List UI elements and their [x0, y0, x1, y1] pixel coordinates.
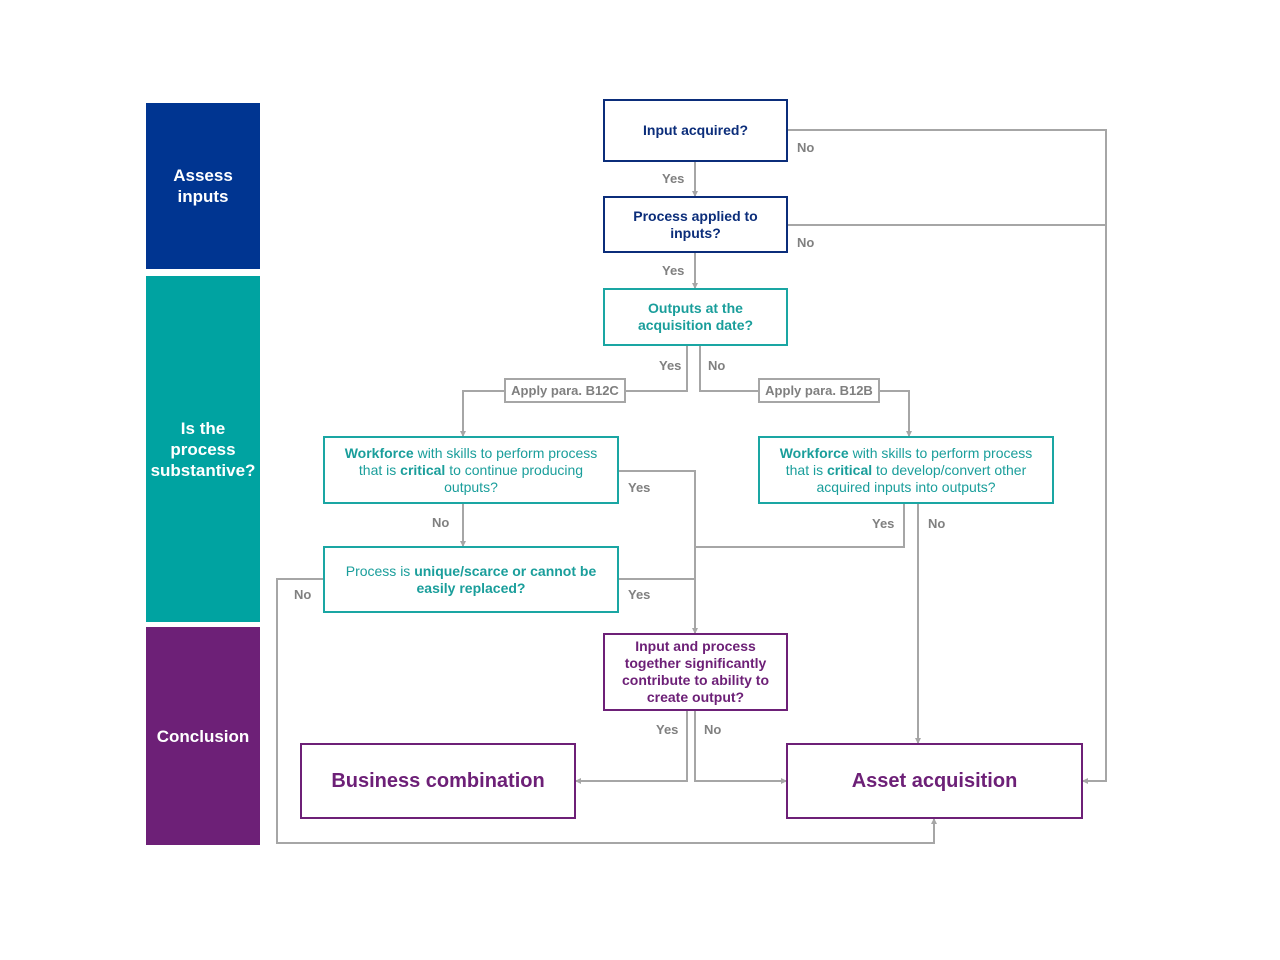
- note-apply-b12c: Apply para. B12C: [504, 378, 626, 403]
- node-process-applied: Process applied to inputs?: [603, 196, 788, 253]
- node-outputs-at-date-text: Outputs at the acquisition date?: [637, 300, 754, 333]
- band-conclusion-label: Conclusion: [156, 726, 250, 746]
- workforce-right-bold-2: critical: [827, 461, 873, 478]
- label-input-yes: Yes: [662, 171, 685, 186]
- edge-iap-yes: [575, 711, 688, 784]
- label-outputs-yes: Yes: [659, 358, 682, 373]
- node-outputs-at-date: Outputs at the acquisition date?: [603, 288, 788, 346]
- edge-iap-no: [694, 711, 787, 784]
- label-wf-right-yes: Yes: [872, 516, 895, 531]
- workforce-left-text-2: to continue producing outputs?: [444, 461, 584, 495]
- label-input-no: No: [797, 140, 815, 155]
- label-outputs-no: No: [708, 358, 726, 373]
- outcome-asset-acquisition: Asset acquisition: [786, 743, 1083, 819]
- band-conclusion: Conclusion: [146, 627, 260, 845]
- label-unique-yes: Yes: [628, 587, 651, 602]
- edge-outputs-yes: [626, 346, 688, 392]
- label-wf-right-no: No: [928, 516, 946, 531]
- band-process-substantive: Is the process substantive?: [146, 276, 260, 622]
- edge-unique-no: [276, 578, 937, 844]
- note-apply-b12c-text: Apply para. B12C: [511, 383, 619, 398]
- node-input-and-process-text: Input and process together significantly…: [622, 638, 769, 705]
- node-workforce-left: Workforce with skills to perform process…: [323, 436, 619, 504]
- band-process-substantive-label: Is the process substantive?: [150, 418, 256, 480]
- workforce-right-text-2: to develop/convert other acquired inputs…: [816, 461, 1027, 495]
- band-assess-inputs: Assess inputs: [146, 103, 260, 269]
- outcome-business-combination-text: Business combination: [331, 769, 545, 792]
- label-unique-no: No: [294, 587, 312, 602]
- workforce-right-bold-1: Workforce: [779, 444, 849, 461]
- edge-outputs-no: [699, 346, 759, 392]
- note-apply-b12b: Apply para. B12B: [758, 378, 880, 403]
- outcome-asset-acquisition-text: Asset acquisition: [851, 769, 1018, 792]
- label-process-yes: Yes: [662, 263, 685, 278]
- node-input-acquired: Input acquired?: [603, 99, 788, 162]
- node-input-and-process: Input and process together significantly…: [603, 633, 788, 711]
- edge-b12b: [879, 390, 912, 437]
- edge-wf-right-yes: [695, 504, 905, 548]
- node-workforce-right-text: Workforce with skills to perform process…: [771, 445, 1041, 496]
- workforce-left-bold-2: critical: [400, 461, 446, 478]
- node-unique-scarce: Process is unique/scarce or cannot be ea…: [323, 546, 619, 613]
- unique-scarce-bold-1: unique/scarce or cannot be easily replac…: [414, 562, 597, 596]
- node-input-acquired-text: Input acquired?: [643, 122, 748, 138]
- note-apply-b12b-text: Apply para. B12B: [765, 383, 873, 398]
- edge-wf-left-yes: [619, 470, 698, 634]
- workforce-left-text-1: with skills to perform process that is: [358, 444, 598, 478]
- node-process-applied-text: Process applied to inputs?: [633, 207, 758, 241]
- node-unique-scarce-text: Process is unique/scarce or cannot be ea…: [336, 563, 606, 597]
- node-workforce-left-text: Workforce with skills to perform process…: [336, 445, 606, 496]
- workforce-right-text-1: with skills to perform process that is: [785, 444, 1033, 478]
- label-wf-left-no: No: [432, 515, 450, 530]
- band-assess-inputs-label: Assess inputs: [173, 166, 233, 206]
- edge-input-no: [787, 129, 1107, 784]
- label-iap-yes: Yes: [656, 722, 679, 737]
- edge-b12c: [460, 390, 505, 437]
- workforce-left-bold-1: Workforce: [344, 444, 414, 461]
- outcome-business-combination: Business combination: [300, 743, 576, 819]
- label-wf-left-yes: Yes: [628, 480, 651, 495]
- label-iap-no: No: [704, 722, 722, 737]
- node-workforce-right: Workforce with skills to perform process…: [758, 436, 1054, 504]
- label-process-no: No: [797, 235, 815, 250]
- unique-scarce-text-1: Process is: [345, 562, 415, 579]
